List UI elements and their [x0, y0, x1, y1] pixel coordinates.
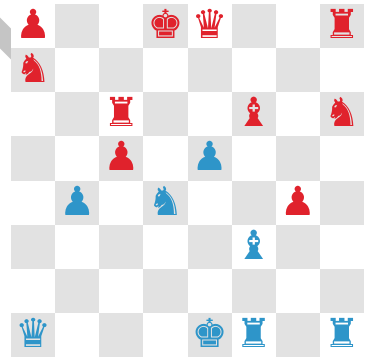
- square-e5[interactable]: ♟: [188, 136, 232, 180]
- square-f3[interactable]: ♝: [232, 225, 276, 269]
- square-f2[interactable]: [232, 269, 276, 313]
- square-e1[interactable]: ♚: [188, 313, 232, 357]
- square-h7[interactable]: [320, 48, 364, 92]
- square-a2[interactable]: [11, 269, 55, 313]
- square-d5[interactable]: [143, 136, 187, 180]
- square-f4[interactable]: [232, 181, 276, 225]
- square-a5[interactable]: [11, 136, 55, 180]
- square-c5[interactable]: ♟: [99, 136, 143, 180]
- square-g7[interactable]: [276, 48, 320, 92]
- blue-queen-a1[interactable]: ♛: [15, 314, 51, 354]
- square-f5[interactable]: [232, 136, 276, 180]
- square-a7[interactable]: ♞: [11, 48, 55, 92]
- red-bishop-f6[interactable]: ♝: [236, 93, 272, 133]
- square-b4[interactable]: ♟: [55, 181, 99, 225]
- square-b5[interactable]: [55, 136, 99, 180]
- chess-board[interactable]: ♟♚♛♜♞♜♝♞♟♟♟♞♟♝♛♚♜♜: [11, 4, 364, 357]
- square-a8[interactable]: ♟: [11, 4, 55, 48]
- square-c1[interactable]: [99, 313, 143, 357]
- square-h4[interactable]: [320, 181, 364, 225]
- red-queen-e8[interactable]: ♛: [192, 5, 228, 45]
- square-b1[interactable]: [55, 313, 99, 357]
- blue-rook-h1[interactable]: ♜: [324, 314, 360, 354]
- square-b8[interactable]: [55, 4, 99, 48]
- square-b7[interactable]: [55, 48, 99, 92]
- square-g1[interactable]: [276, 313, 320, 357]
- square-g6[interactable]: [276, 92, 320, 136]
- red-pawn-c5[interactable]: ♟: [103, 137, 139, 177]
- blue-pawn-b4[interactable]: ♟: [59, 182, 95, 222]
- square-e7[interactable]: [188, 48, 232, 92]
- square-e8[interactable]: ♛: [188, 4, 232, 48]
- square-g4[interactable]: ♟: [276, 181, 320, 225]
- square-e6[interactable]: [188, 92, 232, 136]
- red-knight-a7[interactable]: ♞: [15, 49, 51, 89]
- red-knight-h6[interactable]: ♞: [324, 93, 360, 133]
- square-c3[interactable]: [99, 225, 143, 269]
- blue-bishop-f3[interactable]: ♝: [236, 226, 272, 266]
- square-h5[interactable]: [320, 136, 364, 180]
- square-d8[interactable]: ♚: [143, 4, 187, 48]
- square-h8[interactable]: ♜: [320, 4, 364, 48]
- square-f1[interactable]: ♜: [232, 313, 276, 357]
- square-a4[interactable]: [11, 181, 55, 225]
- square-g5[interactable]: [276, 136, 320, 180]
- red-rook-h8[interactable]: ♜: [324, 5, 360, 45]
- square-b6[interactable]: [55, 92, 99, 136]
- square-h2[interactable]: [320, 269, 364, 313]
- square-f7[interactable]: [232, 48, 276, 92]
- blue-king-e1[interactable]: ♚: [192, 314, 228, 354]
- square-c7[interactable]: [99, 48, 143, 92]
- square-e2[interactable]: [188, 269, 232, 313]
- square-a3[interactable]: [11, 225, 55, 269]
- blue-pawn-e5[interactable]: ♟: [192, 137, 228, 177]
- square-b3[interactable]: [55, 225, 99, 269]
- square-e4[interactable]: [188, 181, 232, 225]
- square-d3[interactable]: [143, 225, 187, 269]
- square-b2[interactable]: [55, 269, 99, 313]
- red-pawn-a8[interactable]: ♟: [15, 5, 51, 45]
- square-c6[interactable]: ♜: [99, 92, 143, 136]
- square-c2[interactable]: [99, 269, 143, 313]
- square-h6[interactable]: ♞: [320, 92, 364, 136]
- square-c8[interactable]: [99, 4, 143, 48]
- blue-rook-f1[interactable]: ♜: [236, 314, 272, 354]
- square-c4[interactable]: [99, 181, 143, 225]
- square-d2[interactable]: [143, 269, 187, 313]
- square-a6[interactable]: [11, 92, 55, 136]
- square-f8[interactable]: [232, 4, 276, 48]
- square-h1[interactable]: ♜: [320, 313, 364, 357]
- square-h3[interactable]: [320, 225, 364, 269]
- square-d1[interactable]: [143, 313, 187, 357]
- square-f6[interactable]: ♝: [232, 92, 276, 136]
- red-king-d8[interactable]: ♚: [148, 5, 184, 45]
- red-pawn-g4[interactable]: ♟: [280, 182, 316, 222]
- blue-knight-d4[interactable]: ♞: [148, 182, 184, 222]
- square-g8[interactable]: [276, 4, 320, 48]
- square-a1[interactable]: ♛: [11, 313, 55, 357]
- square-d7[interactable]: [143, 48, 187, 92]
- square-e3[interactable]: [188, 225, 232, 269]
- square-g2[interactable]: [276, 269, 320, 313]
- square-d6[interactable]: [143, 92, 187, 136]
- red-rook-c6[interactable]: ♜: [103, 93, 139, 133]
- square-g3[interactable]: [276, 225, 320, 269]
- square-d4[interactable]: ♞: [143, 181, 187, 225]
